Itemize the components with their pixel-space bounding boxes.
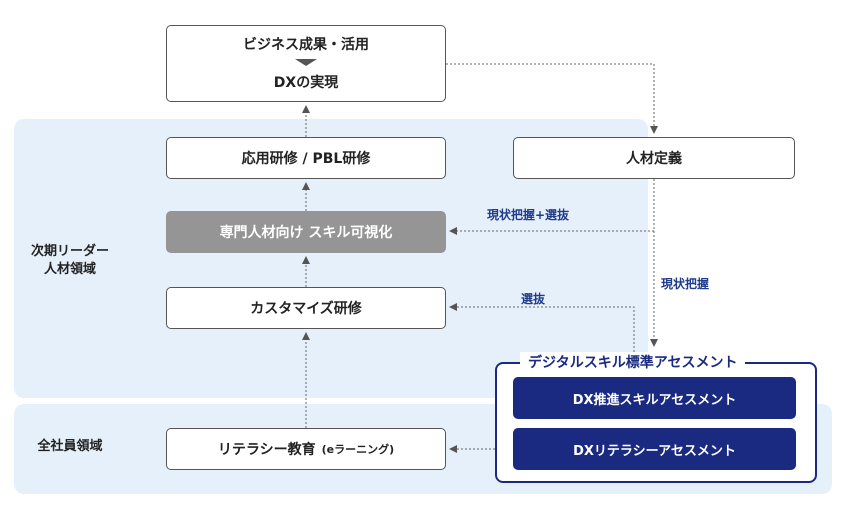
select-label: 選抜 (521, 292, 546, 306)
applied-training-box: 応用研修 / PBL研修 (166, 137, 446, 179)
arrow-select-to-custom (449, 303, 635, 352)
business-outcome-label: ビジネス成果・活用 (243, 36, 369, 53)
custom-training-box: カスタマイズ研修 (166, 287, 446, 329)
dx-promotion-assessment-box: DX推進スキルアセスメント (513, 377, 796, 419)
talent-definition-box: 人材定義 (513, 137, 795, 179)
custom-training-label: カスタマイズ研修 (250, 301, 362, 317)
next-leader-area-label: 次期リーダー 人材領域 (30, 244, 109, 277)
literacy-education-label: リテラシー教育 (217, 442, 316, 458)
literacy-education-sub: (eラーニング) (321, 443, 395, 456)
skill-visualization-label: 専門人材向け スキル可視化 (219, 225, 393, 241)
dx-realization-label: DXの実現 (273, 74, 339, 91)
business-outcome-box: ビジネス成果・活用 DXの実現 (166, 25, 446, 102)
literacy-education-box: リテラシー教育 (eラーニング) (166, 428, 446, 470)
dx-literacy-assessment-label: DXリテラシーアセスメント (573, 443, 736, 459)
dx-literacy-assessment-box: DXリテラシーアセスメント (513, 428, 796, 470)
skill-visualization-box: 専門人材向け スキル可視化 (166, 211, 446, 253)
grasp-and-select-label: 現状把握+選抜 (487, 208, 570, 222)
down-triangle-icon (295, 58, 317, 66)
assessment-title: デジタルスキル標準アセスメント (520, 352, 746, 372)
dx-promotion-assessment-label: DX推進スキルアセスメント (572, 392, 737, 408)
applied-training-label: 応用研修 / PBL研修 (241, 151, 371, 167)
grasp-label: 現状把握 (661, 277, 710, 291)
arrow-outcome-to-definition (446, 63, 658, 134)
all-staff-area-label: 全社員領域 (37, 439, 103, 454)
talent-definition-label: 人材定義 (626, 151, 682, 167)
